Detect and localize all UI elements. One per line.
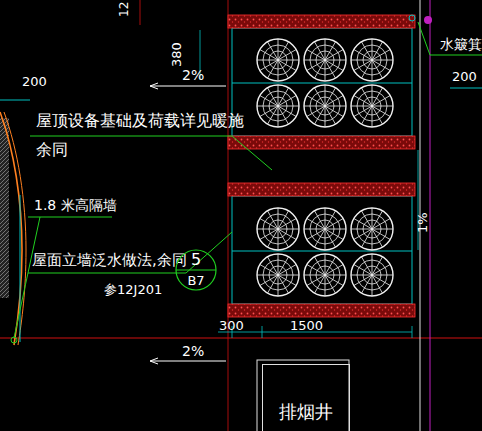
- axis-line: [0, 337, 482, 338]
- drawing-label: 200: [452, 70, 477, 83]
- equipment-divider: [232, 251, 412, 252]
- slope-arrow: [150, 358, 226, 364]
- wall-line: [0, 100, 30, 101]
- fan-symbol: [257, 208, 299, 250]
- fan-symbol: [351, 85, 393, 127]
- fan-units: [257, 39, 393, 296]
- drawing-label: 200: [22, 75, 47, 88]
- equipment-foundation: [228, 136, 415, 149]
- leader-line: [418, 22, 482, 55]
- drawing-label: 水簸箕: [440, 37, 482, 51]
- drain-symbol: [424, 16, 432, 24]
- fan-symbol: [351, 208, 393, 250]
- equipment-foundation: [228, 183, 415, 196]
- leader-dot: [11, 337, 17, 343]
- axis-line: [430, 0, 431, 431]
- leader-line: [28, 232, 232, 273]
- wall-hatch: [0, 118, 9, 298]
- equipment-zone: [232, 28, 412, 136]
- roof-edge-curve: [4, 112, 26, 345]
- slope-arrow: [418, 150, 419, 250]
- axis-line: [140, 0, 141, 25]
- fan-symbol: [257, 39, 299, 81]
- partition-line: [20, 195, 21, 342]
- leader-line: [14, 217, 40, 338]
- drawing-label: 参12J201: [104, 283, 162, 296]
- axis-line: [228, 0, 229, 431]
- drawing-label: 1.8 米高隔墙: [34, 198, 117, 212]
- drawing-label: 2%: [182, 68, 204, 82]
- drawing-label: 余同: [36, 142, 68, 158]
- drawing-label: 12: [118, 2, 130, 17]
- detail-number: 5: [175, 252, 217, 268]
- drawing-label: 380: [170, 42, 183, 67]
- fan-symbol: [351, 39, 393, 81]
- drawing-label: 1500: [290, 319, 323, 332]
- slope-arrow: [150, 83, 226, 89]
- fan-symbol: [351, 254, 393, 296]
- fan-symbol: [304, 254, 346, 296]
- dimension-tick: [412, 326, 413, 338]
- fan-symbol: [304, 39, 346, 81]
- equipment-divider: [232, 83, 412, 84]
- drawing-label: 1%: [416, 212, 429, 233]
- sheet-number: B7: [175, 274, 217, 287]
- detail-callout: 5B7: [175, 249, 217, 291]
- drawing-label: 2%: [182, 344, 204, 358]
- roof-edge-curve: [0, 112, 22, 345]
- dimension-tick: [262, 326, 263, 338]
- leader-line: [30, 136, 272, 170]
- drawing-label: 300: [219, 319, 244, 332]
- leader-line: [28, 217, 112, 218]
- fan-symbol: [304, 208, 346, 250]
- fan-symbol: [257, 85, 299, 127]
- equipment-zone: [232, 196, 412, 304]
- shaft-outline: [257, 360, 349, 431]
- fan-symbol: [257, 254, 299, 296]
- drawing-label: 屋面立墙泛水做法,余同: [32, 253, 187, 268]
- drawing-label: 屋顶设备基础及荷载详见暖施: [36, 113, 244, 129]
- fan-symbol: [304, 85, 346, 127]
- shaft-box: 排烟井: [262, 364, 350, 431]
- equipment-foundation: [228, 304, 415, 317]
- drain-symbol: [409, 15, 415, 21]
- wall-line: [450, 88, 482, 89]
- equipment-foundation: [228, 15, 415, 28]
- shaft-name: 排烟井: [263, 403, 349, 421]
